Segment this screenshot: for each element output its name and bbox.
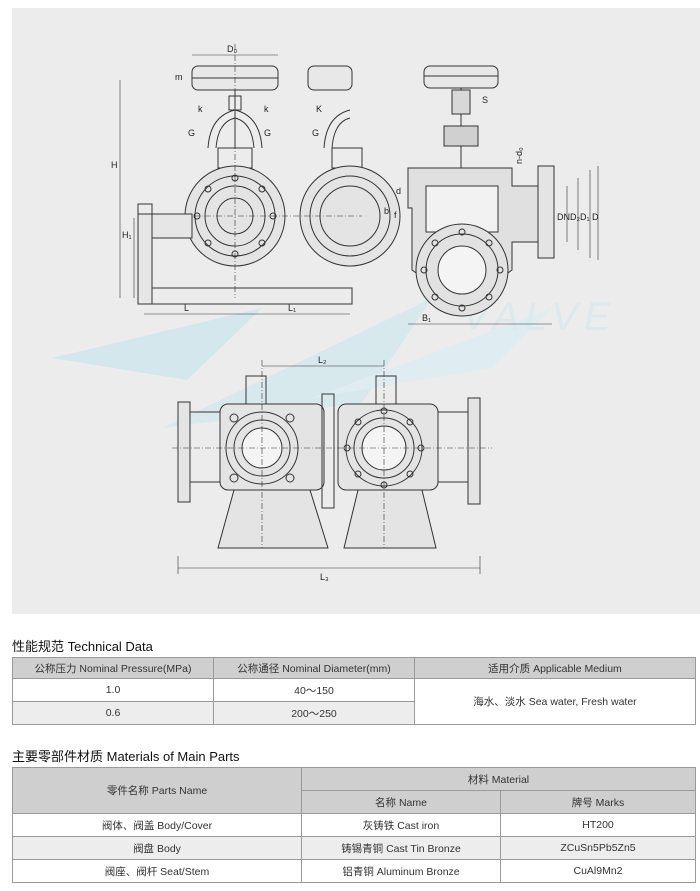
cell-material-name: 铸锡青铜 Cast Tin Bronze — [301, 836, 501, 860]
dim-L3: L₃ — [320, 572, 329, 582]
dim-D1: D₁ — [580, 212, 590, 222]
header-pressure: 公称压力 Nominal Pressure(MPa) — [12, 657, 214, 679]
top-view: L₂ L₃ — [172, 355, 492, 582]
dim-G2: G — [312, 128, 319, 138]
dim-L2: L₂ — [318, 355, 327, 365]
header-material: 材料 Material — [301, 767, 696, 791]
header-medium: 适用介质 Applicable Medium — [414, 657, 696, 679]
dim-k-right: k — [264, 104, 269, 114]
cell-material-name: 灰铸铁 Cast iron — [301, 813, 501, 837]
dim-D: D — [592, 212, 599, 222]
materials-table: 零件名称 Parts Name 材料 Material 名称 Name 牌号 M… — [12, 767, 696, 883]
cell-material-name: 铝青铜 Aluminum Bronze — [301, 859, 501, 883]
cell-material-mark: HT200 — [500, 813, 696, 837]
dim-G-right: G — [264, 128, 271, 138]
cell-diameter: 200～250 — [213, 701, 415, 725]
header-diameter: 公称通径 Nominal Diameter(mm) — [213, 657, 415, 679]
table-row: 阀座、阀杆 Seat/Stem 铝青铜 Aluminum Bronze CuAl… — [12, 859, 696, 883]
cell-medium: 海水、淡水 Sea water, Fresh water — [414, 678, 696, 725]
header-name: 名称 Name — [301, 790, 501, 814]
table-row: 1.0 40～150 海水、淡水 Sea water, Fresh water — [12, 678, 696, 725]
dim-L1: L₁ — [288, 303, 296, 313]
dim-B1: B₁ — [422, 313, 431, 323]
cell-part: 阀盘 Body — [12, 836, 302, 860]
dim-d0: D₀ — [227, 44, 237, 54]
dim-D2: D₂ — [570, 212, 580, 222]
dim-f: f — [394, 210, 397, 220]
dim-DN: DN — [557, 212, 570, 222]
dim-m: m — [175, 72, 183, 82]
dim-S: S — [482, 95, 488, 105]
side-section-view: S n-d₀ d b f DN D₂ D₁ D B₁ — [384, 65, 599, 325]
dim-H1: H₁ — [122, 230, 132, 240]
cell-material-mark: CuAl9Mn2 — [500, 859, 696, 883]
cell-pressure: 1.0 — [12, 678, 214, 702]
dim-K: K — [316, 104, 322, 114]
cell-pressure: 0.6 — [12, 701, 214, 725]
header-marks: 牌号 Marks — [500, 790, 696, 814]
cell-part: 阀座、阀杆 Seat/Stem — [12, 859, 302, 883]
watermark-logo: VALVE — [52, 295, 611, 428]
technical-data-title: 性能规范 Technical Data — [12, 639, 153, 654]
table-row: 阀体、阀盖 Body/Cover 灰铸铁 Cast iron HT200 — [12, 813, 696, 837]
materials-title: 主要零部件材质 Materials of Main Parts — [12, 749, 240, 764]
dim-d: d — [396, 186, 401, 196]
cell-part: 阀体、阀盖 Body/Cover — [12, 813, 302, 837]
dim-k-left: k — [198, 104, 203, 114]
front-view: D₀ m k k K G G G H H₁ L L₁ — [111, 44, 401, 315]
dim-b: b — [384, 206, 389, 216]
dim-L-left: L — [184, 303, 189, 313]
dim-n-d0: n-d₀ — [514, 147, 524, 164]
technical-drawing: VALVE — [12, 8, 700, 614]
cell-material-mark: ZCuSn5Pb5Zn5 — [500, 836, 696, 860]
dim-G-left: G — [188, 128, 195, 138]
header-parts-name: 零件名称 Parts Name — [12, 767, 302, 814]
cell-diameter: 40～150 — [213, 678, 415, 702]
technical-data-table: 公称压力 Nominal Pressure(MPa) 公称通径 Nominal … — [12, 657, 696, 725]
dim-H: H — [111, 160, 118, 170]
table-row: 阀盘 Body 铸锡青铜 Cast Tin Bronze ZCuSn5Pb5Zn… — [12, 836, 696, 860]
